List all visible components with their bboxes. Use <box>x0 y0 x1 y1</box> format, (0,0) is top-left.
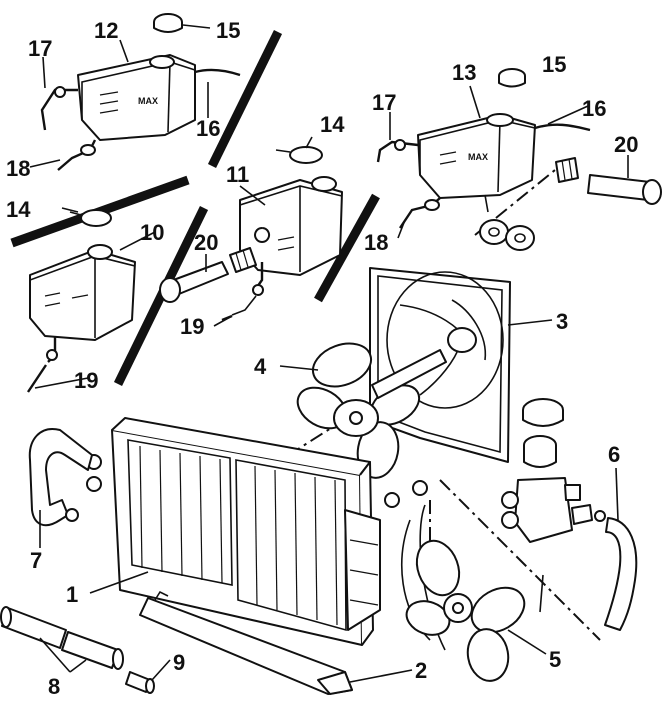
hose-6 <box>604 517 638 631</box>
hose-7 <box>28 428 93 527</box>
label-8: 8 <box>48 674 60 699</box>
leader-lines <box>29 39 629 683</box>
label-13: 13 <box>452 60 476 85</box>
label-10: 10 <box>140 220 164 245</box>
label-6: 6 <box>608 442 620 467</box>
filler-cap-15-right <box>498 68 526 88</box>
label-17-left: 17 <box>28 36 52 61</box>
cap-14-left <box>69 209 112 227</box>
label-16-left: 16 <box>196 116 220 141</box>
label-9: 9 <box>173 650 185 675</box>
cap-14-upper <box>275 146 323 164</box>
pipe-20-middle <box>159 247 257 303</box>
label-5: 5 <box>549 647 561 672</box>
bracket-2 <box>139 590 353 695</box>
label-19-middle: 19 <box>180 314 204 339</box>
label-11: 11 <box>226 162 249 187</box>
thermostat-housing <box>501 398 606 543</box>
label-18-left: 18 <box>6 156 30 181</box>
radiator-fins <box>139 445 338 626</box>
label-19-left: 19 <box>74 368 98 393</box>
label-14-upper: 14 <box>320 112 345 137</box>
fan-4 <box>296 342 447 479</box>
label-1: 1 <box>66 582 78 607</box>
label-15-left: 15 <box>216 18 240 43</box>
tank-max-mark: MAX <box>138 96 158 106</box>
part-labels: 1 2 3 4 5 6 7 8 9 10 11 12 13 14 14 15 1… <box>6 18 638 699</box>
label-14-left: 14 <box>6 197 31 222</box>
label-4: 4 <box>254 354 267 379</box>
expansion-tank-13: MAX <box>376 113 591 229</box>
radiator-1 <box>86 417 428 646</box>
label-20-right: 20 <box>614 132 638 157</box>
label-3: 3 <box>556 309 568 334</box>
label-18-right: 18 <box>364 230 388 255</box>
expansion-tank-12: MAX <box>40 54 241 171</box>
fan-5 <box>401 504 526 682</box>
label-17-right: 17 <box>372 90 396 115</box>
label-7: 7 <box>30 548 42 573</box>
expansion-tank-10 <box>27 244 136 393</box>
label-12: 12 <box>94 18 118 43</box>
pipe-20-right <box>555 157 662 205</box>
tank-max-mark: MAX <box>468 152 488 162</box>
coupling-parts <box>479 219 535 251</box>
label-16-right: 16 <box>582 96 606 121</box>
label-20-middle: 20 <box>194 230 218 255</box>
label-15-right: 15 <box>542 52 566 77</box>
filler-cap-15-left <box>153 13 211 33</box>
clamp-9 <box>125 671 155 694</box>
hose-8 <box>0 606 124 670</box>
label-2: 2 <box>415 658 427 683</box>
